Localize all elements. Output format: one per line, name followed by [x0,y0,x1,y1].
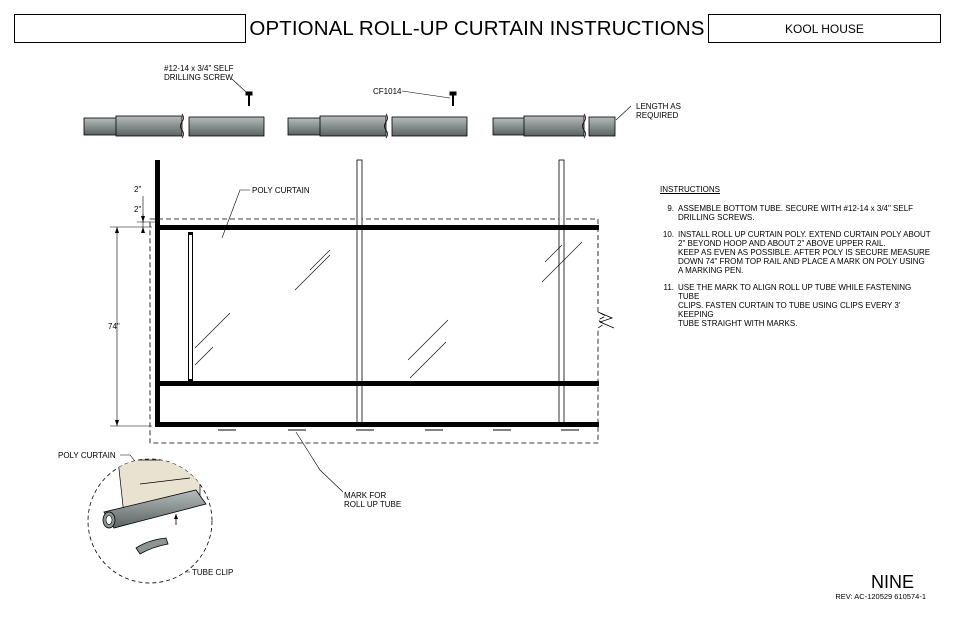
mark-callout: MARK FOR ROLL UP TUBE [344,491,401,509]
tube-clip-callout: TUBE CLIP [192,568,234,577]
tube-segment [319,115,387,137]
end-post [155,160,160,426]
mark-callout-line2: ROLL UP TUBE [344,500,402,509]
detail-poly-callout: POLY CURTAIN [58,451,116,460]
screw-callout-line1: #12-14 x 3/4" SELF [164,64,234,73]
tube-segment [115,115,183,137]
step-text: USE THE MARK TO ALIGN ROLL UP TUBE WHILE… [678,283,912,328]
part-number-callout: CF1014 [373,87,402,96]
upper-rail [155,225,599,230]
screw-callout: #12-14 x 3/4" SELF DRILLING SCREW [164,64,234,82]
step-text: INSTALL ROLL UP CURTAIN POLY. EXTEND CUR… [678,230,931,275]
revision-label: REV: AC-120529 610574-1 [835,592,926,601]
tube-segment [188,116,265,137]
brand-label: KOOL HOUSE [785,21,864,36]
tube-segment [83,117,119,136]
tube-segment [523,115,585,137]
dim-2-lower: 2" [134,205,142,214]
screw-icon [245,91,253,106]
screw-callout-line2: DRILLING SCREW [164,73,233,82]
poly-curtain-callout: POLY CURTAIN [252,186,310,195]
dim-2-upper: 2" [134,185,142,194]
tube-segment [287,117,323,136]
step-number: 11. [663,283,674,292]
step-number: 9. [667,204,674,213]
instructions-heading: INSTRUCTIONS [660,185,720,194]
brand-box: KOOL HOUSE [708,14,941,43]
roll-up-tube [155,381,599,386]
poly-curtain-outline [149,218,607,444]
length-callout: LENGTH AS REQUIRED [636,102,681,120]
page-title: OPTIONAL ROLL-UP CURTAIN INSTRUCTIONS [249,16,705,40]
bottom-tube-assembly [83,115,616,137]
step-text: ASSEMBLE BOTTOM TUBE. SECURE WITH #12-14… [678,204,914,222]
instruction-step: 11. USE THE MARK TO ALIGN ROLL UP TUBE W… [652,283,932,328]
tube-clip-icon [135,537,169,555]
mark-callout-line1: MARK FOR [344,491,387,500]
instructions-panel: INSTRUCTIONS 9. ASSEMBLE BOTTOM TUBE. SE… [652,185,932,336]
screw-icon [449,91,457,106]
instruction-step: 10. INSTALL ROLL UP CURTAIN POLY. EXTEND… [652,230,932,275]
tube-segment [391,116,468,137]
dim-74: 74" [108,322,120,331]
instruction-step: 9. ASSEMBLE BOTTOM TUBE. SECURE WITH #12… [652,204,932,222]
mid-post [356,159,363,427]
tube-segment [588,116,616,137]
lower-rail [155,422,599,427]
page-number-word: NINE [870,572,914,592]
mid-post [558,159,565,427]
step-number: 10. [662,230,674,239]
header-blank-box [14,14,246,43]
length-callout-line2: REQUIRED [636,111,679,120]
tube-segment [492,117,526,136]
length-callout-line1: LENGTH AS [636,102,681,111]
